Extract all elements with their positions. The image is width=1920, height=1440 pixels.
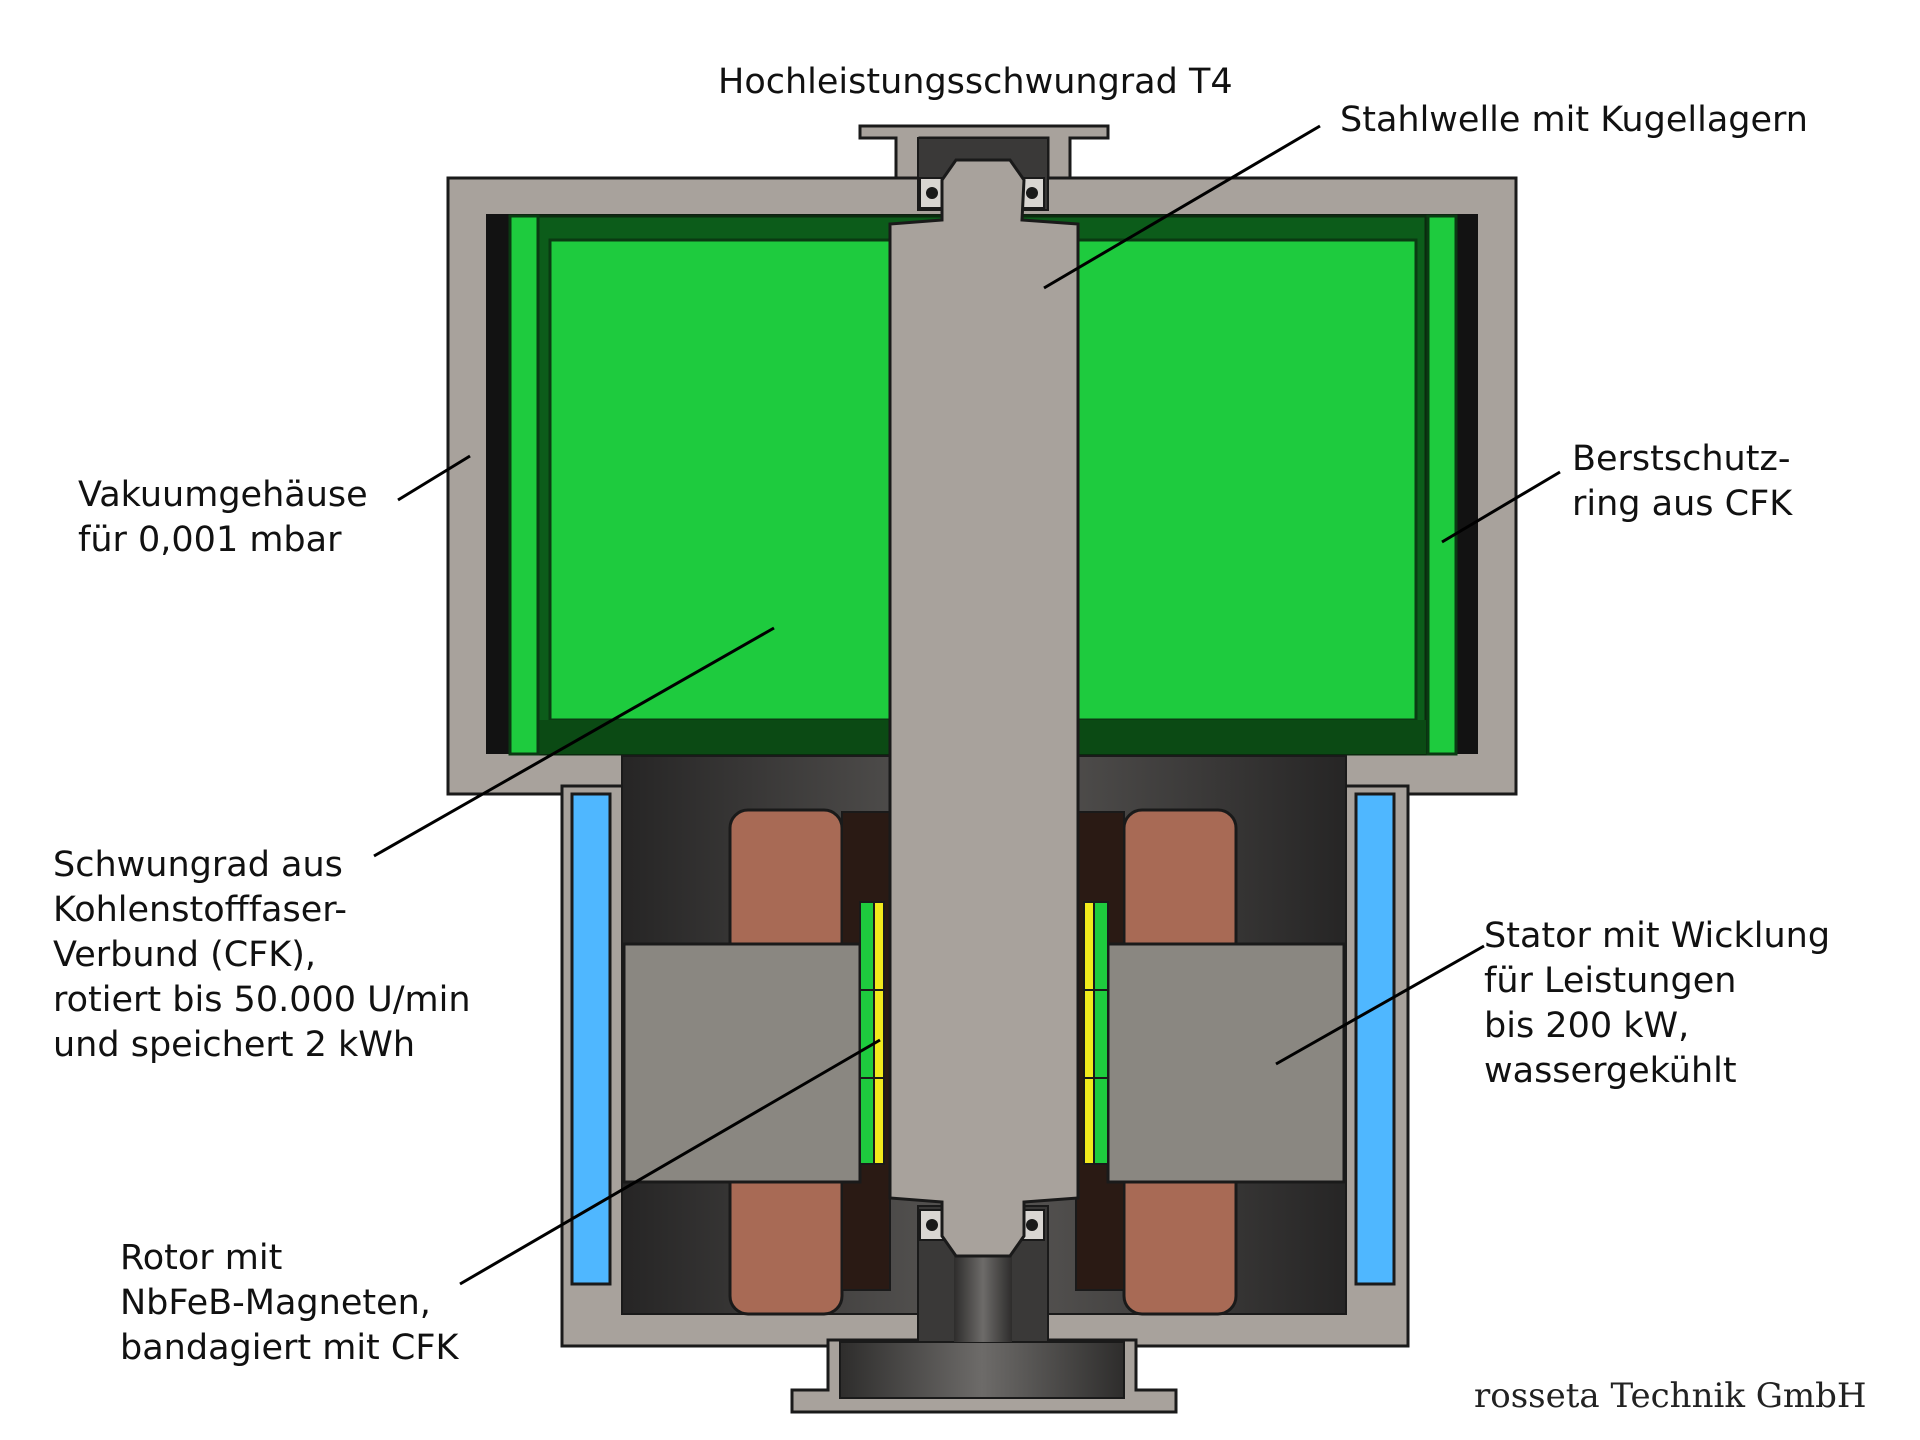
label-housing-line2: für 0,001 mbar (78, 520, 342, 560)
stator-core (622, 942, 1346, 1184)
bearing-bottom-left (919, 1209, 945, 1241)
label-burst-ring-line1: Berstschutz- (1572, 439, 1791, 479)
ball-bottom-left (926, 1219, 938, 1231)
label-stator-line2: für Leistungen (1484, 961, 1737, 1001)
label-housing: Vakuumgehäuse für 0,001 mbar (78, 473, 368, 563)
cooling-channel-right (1354, 792, 1396, 1286)
stator-core-right (1106, 942, 1346, 1184)
cooling-channel-left (570, 792, 612, 1286)
bottom-port (839, 1341, 1125, 1399)
label-rotor: Rotor mit NbFeB-Magneten, bandagiert mit… (120, 1236, 458, 1371)
leader-burst-ring (1441, 470, 1561, 544)
label-stator-line1: Stator mit Wicklung (1484, 916, 1831, 956)
leader-flywheel (373, 626, 775, 858)
magnet-left (873, 901, 885, 1165)
company-credit: rosseta Technik GmbH (1474, 1376, 1867, 1416)
label-shaft: Stahlwelle mit Kugellagern (1340, 100, 1808, 140)
label-burst-ring: Berstschutz- ring aus CFK (1572, 437, 1792, 527)
label-flywheel-line3: Verbund (CFK), (53, 935, 317, 975)
ball-top-right (1026, 187, 1038, 199)
leader-lines (373, 124, 1561, 1286)
label-flywheel: Schwungrad aus Kohlenstofffaser- Verbund… (53, 843, 471, 1068)
leader-rotor (459, 1038, 881, 1286)
magnet-band-left (859, 901, 875, 1165)
rotor-magnets (859, 901, 1109, 1165)
burst-ring-right (1426, 214, 1458, 756)
magnet-right (1083, 901, 1095, 1165)
stator-windings (728, 808, 1238, 1316)
label-flywheel-line5: und speichert 2 kWh (53, 1025, 416, 1065)
steel-shaft (888, 158, 1080, 1258)
magnet-band-right (1093, 901, 1109, 1165)
label-rotor-line3: bandagiert mit CFK (120, 1328, 459, 1368)
flywheel-right-face (1072, 238, 1418, 722)
winding-top-right (1122, 808, 1238, 962)
ball-bottom-right (1026, 1219, 1038, 1231)
winding-top-left (728, 808, 844, 962)
label-stator: Stator mit Wicklung für Leistungen bis 2… (1484, 914, 1830, 1094)
leader-housing (397, 454, 471, 502)
ball-top-left (926, 187, 938, 199)
label-rotor-line1: Rotor mit (120, 1238, 283, 1278)
label-housing-line1: Vakuumgehäuse (78, 475, 368, 515)
label-flywheel-line2: Kohlenstofffaser- (53, 890, 348, 930)
label-stator-line3: bis 200 kW, (1484, 1006, 1690, 1046)
leader-shaft (1043, 124, 1321, 290)
burst-ring-left (508, 214, 540, 756)
label-stator-line4: wassergekühlt (1484, 1051, 1737, 1091)
stator-core-left (622, 942, 862, 1184)
label-flywheel-line4: rotiert bis 50.000 U/min (53, 980, 471, 1020)
label-flywheel-line1: Schwungrad aus (53, 845, 343, 885)
label-rotor-line2: NbFeB-Magneten, (120, 1283, 431, 1323)
flywheel-left-face (548, 238, 892, 722)
diagram-title: Hochleistungsschwungrad T4 (718, 62, 1233, 102)
leader-stator (1275, 944, 1485, 1066)
label-burst-ring-line2: ring aus CFK (1572, 484, 1793, 524)
